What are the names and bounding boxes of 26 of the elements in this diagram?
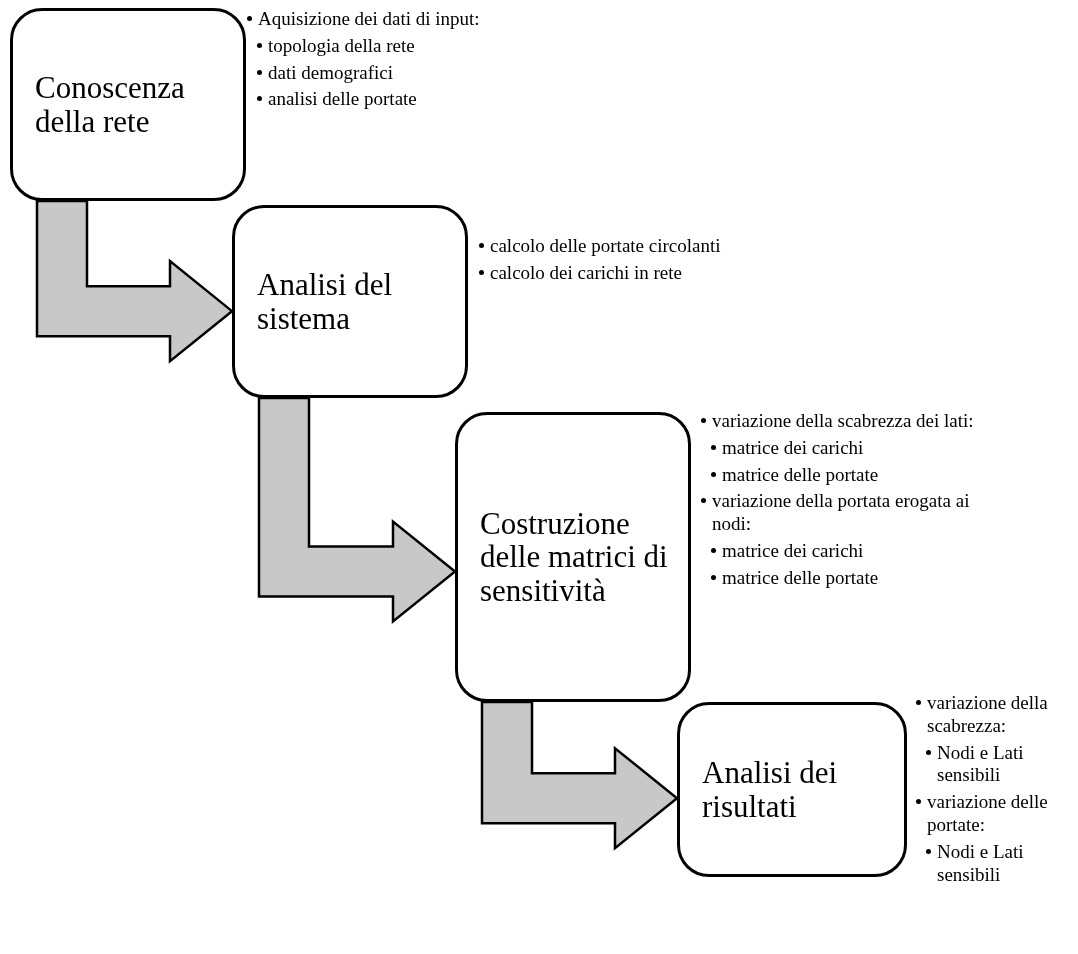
bullet-item: variazione della scabrezza: (915, 692, 1065, 738)
node-title: Conoscenza della rete (35, 71, 186, 138)
bullet-item: matrice delle portate (710, 463, 1000, 487)
block-arrow (480, 700, 679, 851)
bullet-item: dati demografici (256, 61, 536, 85)
bullet-item: calcolo delle portate circolanti (478, 235, 778, 258)
bullet-item: variazione della portata erogata ai nodi: (700, 490, 1000, 536)
block-arrow (257, 396, 457, 625)
bullet-item: matrice dei carichi (710, 436, 1000, 460)
node-title: Costruzione delle matrici di sensitività (480, 506, 669, 608)
bullet-item: matrice delle portate (710, 566, 1000, 590)
bullet-item: topologia della rete (256, 34, 536, 58)
bullet-item: variazione delle portate: (915, 791, 1065, 837)
process-box (455, 412, 691, 702)
process-box (232, 205, 468, 398)
bullet-item: analisi delle portate (256, 88, 536, 112)
bullet-item: matrice dei carichi (710, 540, 1000, 563)
bullet-item: Aquisizione dei dati di input: (246, 8, 536, 31)
node-title: Analisi del sistema (257, 268, 394, 335)
node-title: Analisi dei risultati (702, 756, 839, 823)
bullet-item: Nodi e Lati sensibili (925, 840, 1065, 887)
process-box (677, 702, 907, 877)
process-box (10, 8, 246, 201)
bullet-item: variazione della scabrezza dei lati: (700, 410, 1000, 433)
block-arrow (35, 199, 234, 364)
bullet-item: calcolo dei carichi in rete (478, 261, 778, 285)
